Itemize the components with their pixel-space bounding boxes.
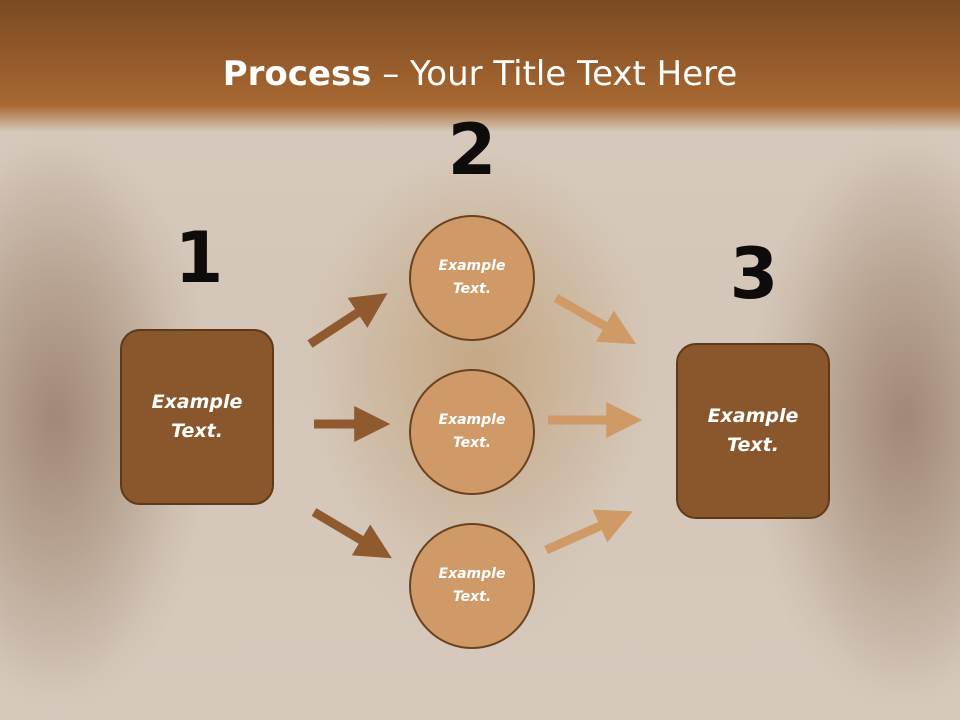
circle-top: Example Text. [409, 215, 535, 341]
title-bold: Process [222, 54, 372, 94]
left-box-line1: Example [151, 391, 243, 413]
title-rest: – Your Title Text Here [371, 54, 738, 94]
arrow-bottom-to-right [544, 509, 633, 555]
right-box-text: Example Text. [708, 402, 799, 460]
circle-middle-line2: Text. [452, 435, 492, 451]
right-process-box: Example Text. [676, 343, 830, 519]
arrow-left-to-bottom [311, 508, 392, 559]
arrow-top-to-right [553, 294, 637, 345]
circle-bottom-line2: Text. [452, 589, 492, 605]
circle-middle-text: Example Text. [439, 409, 506, 455]
step-number-3: 3 [729, 233, 779, 315]
circle-bottom-text: Example Text. [439, 563, 506, 609]
right-box-line2: Text. [727, 434, 779, 456]
slide-title: Process – Your Title Text Here [0, 52, 960, 96]
circle-middle-line1: Example [438, 412, 506, 428]
circle-bottom: Example Text. [409, 523, 535, 649]
step-number-1: 1 [174, 217, 224, 299]
title-banner [0, 0, 960, 132]
circle-bottom-line1: Example [438, 566, 506, 582]
left-process-box: Example Text. [120, 329, 274, 505]
arrow-left-to-top [307, 293, 388, 348]
step-number-2: 2 [447, 109, 497, 191]
circle-top-line1: Example [438, 258, 506, 274]
circle-top-line2: Text. [452, 281, 492, 297]
left-box-line2: Text. [171, 420, 223, 442]
circle-top-text: Example Text. [439, 255, 506, 301]
left-box-text: Example Text. [152, 388, 243, 446]
right-box-line1: Example [707, 405, 799, 427]
circle-middle: Example Text. [409, 369, 535, 495]
